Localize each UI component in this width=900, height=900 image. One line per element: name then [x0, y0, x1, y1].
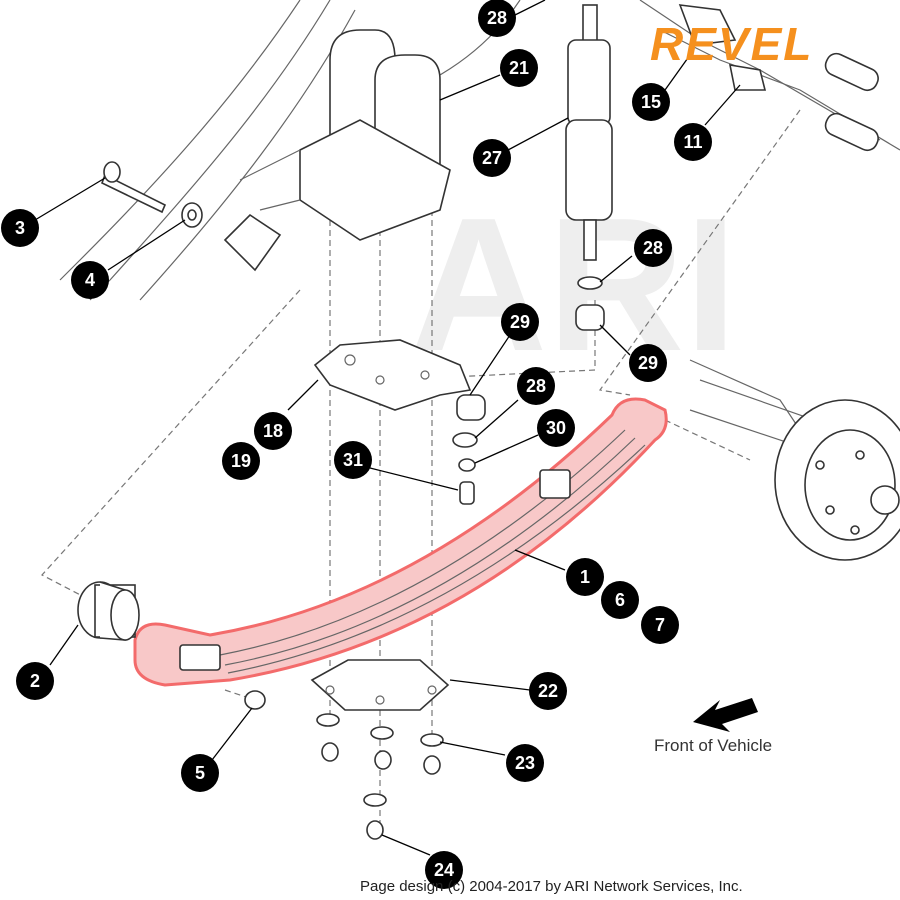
callout-number: 30: [546, 418, 566, 438]
callout-number: 3: [15, 218, 25, 238]
callout-number: 7: [655, 615, 665, 635]
shock-bushings: [452, 276, 605, 505]
callout-circle: [500, 49, 538, 87]
callout-circle: [566, 558, 604, 596]
callout-number: 31: [343, 450, 363, 470]
copyright-footer: Page design (c) 2004-2017 by ARI Network…: [360, 878, 743, 895]
callout-5: 5: [181, 754, 219, 792]
callout-number: 21: [509, 58, 529, 78]
callout-22: 22: [529, 672, 567, 710]
callout-15: 15: [632, 83, 670, 121]
callout-circle: [641, 606, 679, 644]
leader-lines: [34, 0, 741, 856]
callout-circle: [254, 412, 292, 450]
callout-circle: [473, 139, 511, 177]
callout-27: 27: [473, 139, 511, 177]
nuts-washers: [244, 690, 444, 840]
callout-28-low: 28: [517, 367, 555, 405]
callout-7: 7: [641, 606, 679, 644]
callout-3: 3: [1, 209, 39, 247]
callout-18: 18: [254, 412, 292, 450]
callout-1: 1: [566, 558, 604, 596]
callout-circle: [71, 261, 109, 299]
revel-logo: REVEL: [650, 18, 813, 70]
callout-30: 30: [537, 409, 575, 447]
callout-number: 29: [638, 353, 658, 373]
leaf-spring-highlighted: [133, 397, 668, 687]
callout-number: 11: [683, 132, 702, 152]
callout-circle: [506, 744, 544, 782]
callout-number: 29: [510, 312, 530, 332]
axle-brake-drum: [689, 359, 900, 561]
callout-29-left: 29: [501, 303, 539, 341]
callout-4: 4: [71, 261, 109, 299]
callout-number: 28: [487, 8, 507, 28]
brand-logo-text: REVEL: [650, 18, 813, 70]
callout-28-top: 28: [478, 0, 516, 37]
callout-circle: [334, 441, 372, 479]
shock-absorber: [565, 4, 613, 261]
callout-circle: [537, 409, 575, 447]
callout-circle: [181, 754, 219, 792]
callout-number: 1: [580, 567, 590, 587]
callout-number: 19: [231, 451, 251, 471]
callout-circle: [634, 229, 672, 267]
front-bushing: [77, 581, 140, 641]
callout-number: 4: [85, 270, 95, 290]
front-of-vehicle-label: Front of Vehicle: [654, 736, 772, 755]
callout-number: 6: [615, 590, 625, 610]
callout-number: 28: [526, 376, 546, 396]
callout-circle: [1, 209, 39, 247]
spring-plate: [313, 339, 472, 411]
callout-number: 22: [538, 681, 558, 701]
callout-number: 28: [643, 238, 663, 258]
callout-number: 15: [641, 92, 661, 112]
callout-number: 2: [30, 671, 40, 691]
callout-11: 11: [674, 123, 712, 161]
callout-number: 27: [482, 148, 502, 168]
callout-number: 24: [434, 860, 454, 880]
bolt-and-washer: [100, 161, 203, 228]
front-direction: Front of Vehicle: [654, 698, 772, 755]
callout-circle: [674, 123, 712, 161]
callout-19: 19: [222, 442, 260, 480]
direction-arrow-icon: [693, 698, 758, 732]
callout-23: 23: [506, 744, 544, 782]
callout-28-mid: 28: [634, 229, 672, 267]
callout-circle: [517, 367, 555, 405]
callout-29-right: 29: [629, 344, 667, 382]
callout-circle: [632, 83, 670, 121]
callout-number: 18: [263, 421, 283, 441]
axle-pad: [223, 119, 451, 272]
callout-circle: [478, 0, 516, 37]
callout-circle: [425, 851, 463, 889]
callout-circle: [222, 442, 260, 480]
callout-circle: [16, 662, 54, 700]
callout-circle: [501, 303, 539, 341]
callout-number: 23: [515, 753, 535, 773]
callout-circle: [601, 581, 639, 619]
bottom-plate: [310, 659, 450, 711]
callout-31: 31: [334, 441, 372, 479]
shackle-parts: [678, 4, 879, 152]
callout-6: 6: [601, 581, 639, 619]
callout-21: 21: [500, 49, 538, 87]
callout-2: 2: [16, 662, 54, 700]
callout-circle: [529, 672, 567, 710]
callout-24: 24: [425, 851, 463, 889]
callout-circle: [629, 344, 667, 382]
callout-number: 5: [195, 763, 205, 783]
